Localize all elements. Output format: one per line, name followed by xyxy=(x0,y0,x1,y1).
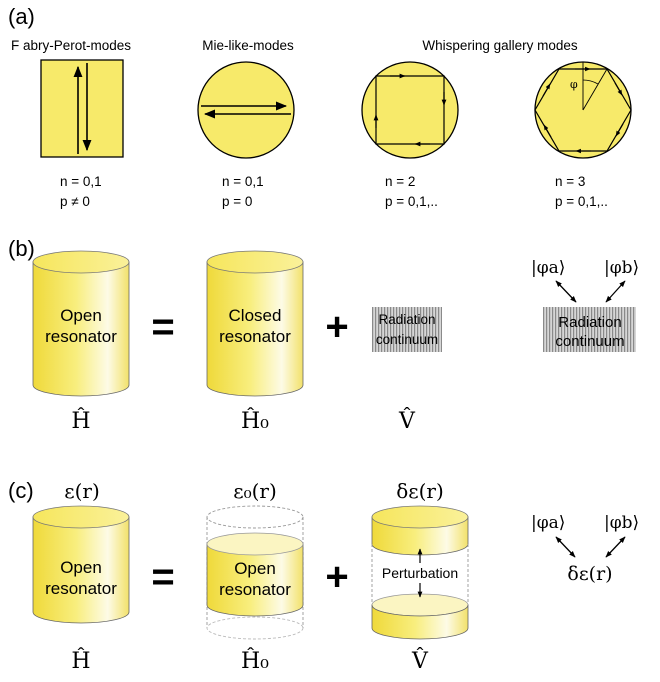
potential-b: V̂ xyxy=(398,408,416,434)
radiation-continuum-box: Radiation continuum xyxy=(372,307,442,352)
wgm2-p: p = 0,1,.. xyxy=(385,194,438,209)
panel-b-label: (b) xyxy=(8,236,35,261)
open-label-line1: Open xyxy=(60,306,102,325)
equals-sign: = xyxy=(151,305,174,349)
eps-label: ε(r) xyxy=(64,479,100,503)
panel-a-label: (a) xyxy=(8,4,35,29)
continuum-line2: continuum xyxy=(376,332,438,347)
perturbation-cylinder: Perturbation xyxy=(371,505,469,640)
open-c-line1: Open xyxy=(60,558,102,577)
open-resonator-cylinder-c: Open resonator xyxy=(32,505,130,624)
open-c-line2: resonator xyxy=(45,579,117,598)
hamiltonian-c: Ĥ xyxy=(71,647,90,674)
plus-sign: + xyxy=(325,305,348,349)
wgm-square-resonator xyxy=(361,61,459,159)
coupling-diagram-b: |φa⟩ |φb⟩ Radiation continuum xyxy=(531,258,639,352)
mie-title: Mie-like-modes xyxy=(202,38,294,53)
ket-b-c: |φb⟩ xyxy=(604,513,639,533)
mie-n: n = 0,1 xyxy=(222,174,264,189)
fabry-perot-resonator xyxy=(40,59,124,158)
closed-label-line1: Closed xyxy=(229,306,282,325)
potential-c: V̂ xyxy=(411,648,429,674)
inner-line1: Open xyxy=(234,559,276,578)
equals-sign-c: = xyxy=(151,555,174,599)
hamiltonian-b: Ĥ xyxy=(71,407,90,434)
wgm2-n: n = 2 xyxy=(385,174,415,189)
wgm3-n: n = 3 xyxy=(555,174,585,189)
coupling-diagram-c: |φa⟩ |φb⟩ δε(r) xyxy=(531,513,639,585)
hamiltonian0-c: Ĥ₀ xyxy=(241,647,269,674)
continuum-line1: Radiation xyxy=(378,312,435,327)
eps0-label: ε₀(r) xyxy=(233,479,277,503)
deps-label: δε(r) xyxy=(396,479,444,503)
closed-resonator-cylinder: Closed resonator xyxy=(206,250,304,397)
hamiltonian0-b: Ĥ₀ xyxy=(241,407,269,434)
fabry-perot-title: F abry-Perot-modes xyxy=(11,38,131,53)
mie-p: p = 0 xyxy=(222,194,252,209)
ket-a-b: |φa⟩ xyxy=(531,258,565,278)
deps-right: δε(r) xyxy=(567,563,612,585)
ket-a-c: |φa⟩ xyxy=(531,513,565,533)
embedded-resonator-cylinder: Open resonator xyxy=(206,505,304,640)
plus-sign-c: + xyxy=(325,555,348,599)
wgm3-p: p = 0,1,.. xyxy=(555,194,608,209)
wgm-hexagon-resonator: φ xyxy=(534,61,632,159)
open-resonator-cylinder: Open resonator xyxy=(32,250,130,397)
continuum-right-line1: Radiation xyxy=(558,314,621,331)
continuum-right-line2: continuum xyxy=(555,333,624,350)
fp-n: n = 0,1 xyxy=(60,174,102,189)
closed-label-line2: resonator xyxy=(219,327,291,346)
perturbation-label: Perturbation xyxy=(382,565,458,581)
ket-b-b: |φb⟩ xyxy=(604,258,639,278)
mie-resonator xyxy=(197,61,295,159)
open-label-line2: resonator xyxy=(45,327,117,346)
phi-label: φ xyxy=(570,78,578,91)
panel-c-label: (c) xyxy=(8,478,34,503)
whispering-gallery-title: Whispering gallery modes xyxy=(422,38,578,53)
fp-p: p ≠ 0 xyxy=(60,194,90,209)
inner-line2: resonator xyxy=(219,580,291,599)
